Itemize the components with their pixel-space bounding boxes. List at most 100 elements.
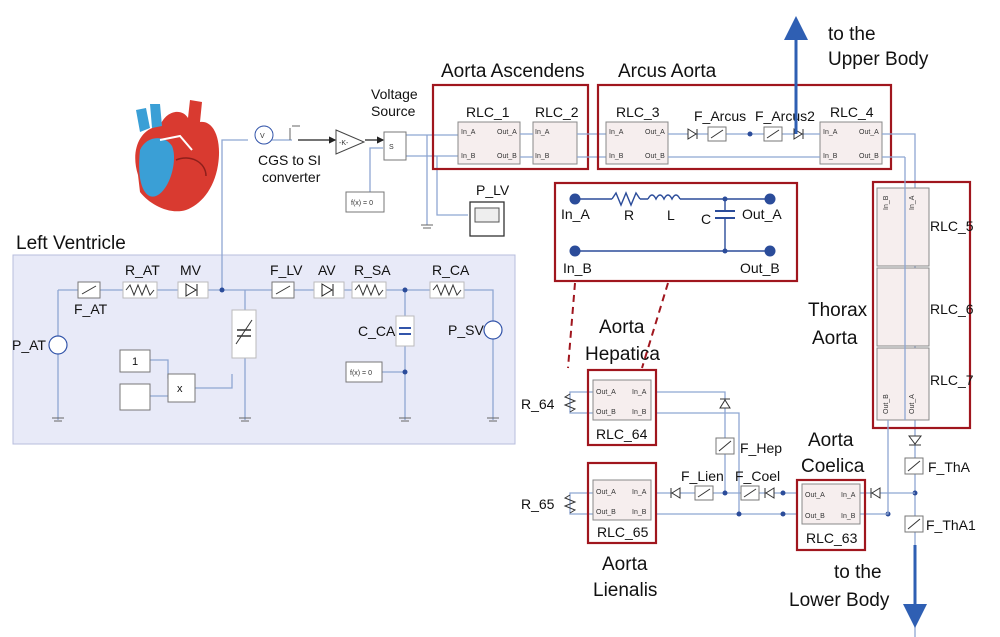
arcus-aorta-title: Arcus Aorta <box>618 61 717 82</box>
svg-text:Out_B: Out_B <box>883 394 890 414</box>
svg-text:Out_B: Out_B <box>805 513 825 520</box>
hep-valve <box>719 398 731 409</box>
svg-text:Out_A: Out_A <box>596 489 616 496</box>
gain-label: -K- <box>339 140 349 147</box>
aorta-hepatica-frame <box>586 368 658 447</box>
aorta-lienalis-frame <box>586 461 658 545</box>
svg-text:In_A: In_A <box>909 195 916 210</box>
aorta-coelica-label-1: Aorta <box>808 430 854 451</box>
rlc-3-label: RLC_3 <box>616 104 660 120</box>
svg-text:Out_B: Out_B <box>497 153 517 160</box>
svg-text:In_B: In_B <box>609 153 624 160</box>
lien-valve <box>670 487 681 499</box>
detail-out-b: Out_B <box>740 260 780 276</box>
svg-text:Out_A: Out_A <box>805 492 825 499</box>
upper-body-label-1: to the <box>828 24 876 45</box>
pressure-sensor-v: V <box>260 133 265 140</box>
rlc-6-label: RLC_6 <box>930 301 974 317</box>
svg-text:In_B: In_B <box>841 513 856 520</box>
aorta-lienalis-label-1: Aorta <box>602 554 648 575</box>
av-label: AV <box>318 262 336 278</box>
voltage-source-s: S <box>389 144 394 151</box>
cgs-label-1: CGS to SI <box>258 152 321 168</box>
detail-callout-right <box>641 282 669 369</box>
constant-value: 1 <box>132 356 138 368</box>
input-block <box>119 383 151 411</box>
svg-text:Out_B: Out_B <box>645 153 665 160</box>
r-65-label: R_65 <box>521 496 555 512</box>
cgs-label-2: converter <box>262 169 321 185</box>
r-64-label: R_64 <box>521 396 555 412</box>
svg-text:Out_A: Out_A <box>645 129 665 136</box>
detail-l: L <box>667 207 675 223</box>
left-ventricle-title: Left Ventricle <box>16 233 126 254</box>
f-lien-label: F_Lien <box>681 468 724 484</box>
coel-valve <box>764 487 775 499</box>
svg-text:In_A: In_A <box>823 129 838 136</box>
f-tha-label: F_ThA <box>928 459 971 475</box>
thorax-aorta-label-2: Aorta <box>812 328 858 349</box>
rlc-63-block: Out_A Out_B In_A In_B <box>801 483 861 525</box>
thorax-aorta-label-1: Thorax <box>808 300 868 321</box>
r-65-resistor <box>563 494 577 514</box>
p-at-label: P_AT <box>12 337 46 353</box>
aorta-coelica-label-2: Coelica <box>801 456 865 477</box>
detail-out-a: Out_A <box>742 206 782 222</box>
solver-config-top <box>345 191 385 213</box>
arcus-aorta-frame <box>596 83 893 171</box>
product-symbol: x <box>177 383 183 395</box>
voltage-source-label-1: Voltage <box>371 86 418 102</box>
rlc-2-block: In_AIn_B <box>532 121 578 165</box>
svg-text:In_A: In_A <box>632 489 647 496</box>
solver-config-lv <box>345 361 383 383</box>
aorta-lienalis-label-2: Lienalis <box>593 580 657 601</box>
svg-text:In_A: In_A <box>461 129 476 136</box>
coelica-valve <box>870 487 881 499</box>
aorta-hepatica-label-2: Hepatica <box>585 344 660 365</box>
detail-callout-left <box>567 282 576 369</box>
svg-text:In_B: In_B <box>461 153 476 160</box>
svg-text:Out_A: Out_A <box>909 394 916 414</box>
r-64-resistor <box>563 393 577 413</box>
detail-in-a: In_A <box>561 206 590 222</box>
r-ca-label: R_CA <box>432 262 470 278</box>
thorax-valve <box>908 435 922 446</box>
lower-body-label-2: Lower Body <box>789 590 890 611</box>
r-sa-label: R_SA <box>354 262 391 278</box>
upper-body-label-2: Upper Body <box>828 49 929 70</box>
p-sv-source <box>483 320 503 340</box>
svg-text:Out_B: Out_B <box>859 153 879 160</box>
f-arcus2-label: F_Arcus2 <box>755 108 815 124</box>
f-lv-label: F_LV <box>270 262 303 278</box>
rlc-4-label: RLC_4 <box>830 104 874 120</box>
rlc-65-label: RLC_65 <box>597 524 649 540</box>
c-ca-capacitor <box>395 315 415 347</box>
svg-text:Out_A: Out_A <box>596 389 616 396</box>
aorta-ascendens-frame <box>431 83 590 171</box>
aorta-ascendens-title: Aorta Ascendens <box>441 61 585 82</box>
rlc-63-label: RLC_63 <box>806 530 858 546</box>
rlc-1-label: RLC_1 <box>466 104 510 120</box>
detail-in-b: In_B <box>563 260 592 276</box>
pressure-sensor <box>254 125 274 145</box>
rlc-detail-circuit <box>569 191 776 257</box>
f-tha1-label: F_ThA1 <box>926 517 976 533</box>
product-block <box>167 373 196 403</box>
svg-text:In_A: In_A <box>632 389 647 396</box>
svg-text:In_A: In_A <box>841 492 856 499</box>
c-ca-label: C_CA <box>358 323 396 339</box>
rlc-1-block: In_A In_B Out_A Out_B <box>457 121 521 165</box>
svg-text:Out_B: Out_B <box>596 509 616 516</box>
voltage-source-block <box>383 131 407 161</box>
rlc-detail-frame <box>553 181 799 283</box>
solver-config-lv-label: f(x) = 0 <box>350 370 372 377</box>
svg-text:In_A: In_A <box>609 129 624 136</box>
svg-text:Out_A: Out_A <box>497 129 517 136</box>
svg-text:In_B: In_B <box>535 153 550 160</box>
f-hep-label: F_Hep <box>740 440 782 456</box>
detail-r: R <box>624 207 634 223</box>
svg-text:In_B: In_B <box>632 409 647 416</box>
